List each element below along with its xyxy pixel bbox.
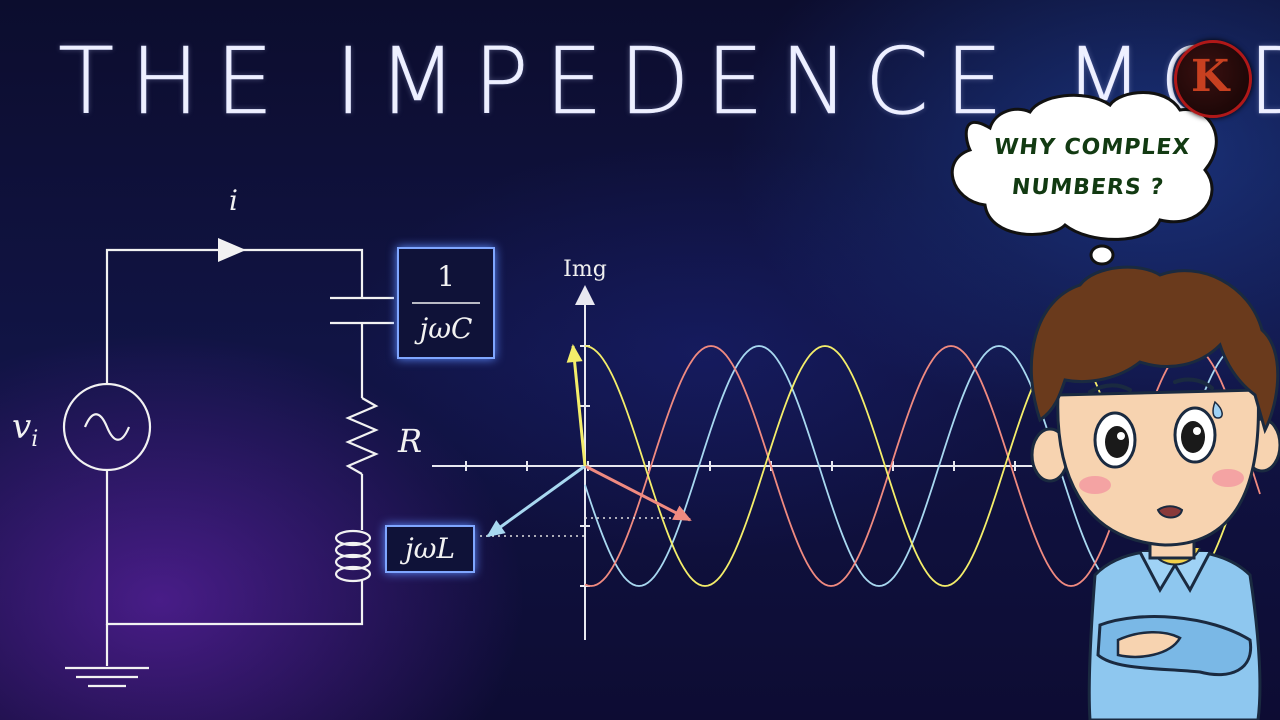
- resistor: [345, 397, 379, 475]
- capacitor-impedance-box: 1 jωC: [397, 247, 495, 359]
- red-phasor-arrow-icon: [584, 464, 692, 522]
- current-label: i: [229, 184, 238, 217]
- channel-logo: K: [1174, 40, 1252, 118]
- ac-source-icon: [62, 382, 152, 472]
- y-axis-label: Img: [563, 257, 607, 282]
- svg-text:jωC: jωC: [414, 312, 473, 345]
- source-label: vi: [12, 407, 38, 452]
- wire-bottom: [105, 470, 364, 626]
- svg-text:jωL: jωL: [399, 532, 455, 565]
- svg-text:1: 1: [437, 260, 455, 293]
- blue-phasor-arrow-icon: [486, 464, 586, 538]
- current-arrow-icon: [218, 238, 246, 262]
- inductor-impedance-box: jωL: [385, 525, 475, 573]
- circuit-diagram: i vi 1 jωC R jωL: [12, 184, 495, 688]
- sine-wave-icon: [83, 413, 131, 441]
- resistor-label: R: [397, 422, 422, 460]
- y-axis-arrow-icon: [575, 285, 595, 305]
- yellow-phasor-arrow-icon: [566, 344, 587, 467]
- logo-mark: K: [1191, 51, 1230, 102]
- ground-icon: [65, 666, 149, 688]
- inductor: [334, 529, 372, 583]
